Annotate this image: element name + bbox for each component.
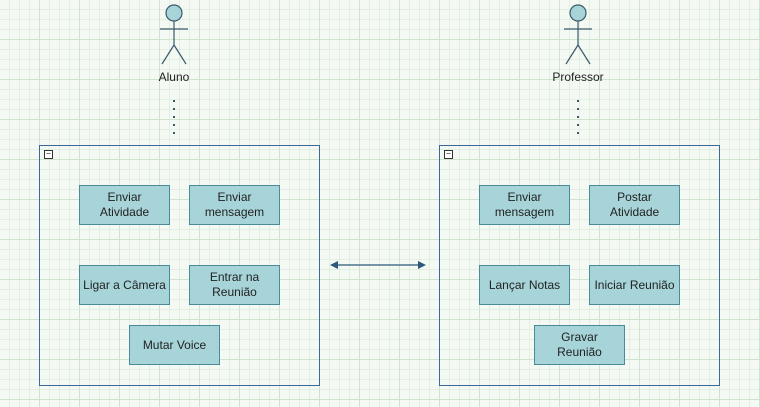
- use-case-gravar-reuniao[interactable]: Gravar Reunião: [534, 325, 625, 365]
- connector-professor: [577, 100, 579, 136]
- use-case-mutar-voice[interactable]: Mutar Voice: [129, 325, 220, 365]
- use-case-entrar-reuniao[interactable]: Entrar na Reunião: [189, 265, 280, 305]
- use-case-enviar-atividade[interactable]: Enviar Atividade: [79, 185, 170, 225]
- actor-label-aluno: Aluno: [158, 70, 190, 84]
- use-case-iniciar-reuniao[interactable]: Iniciar Reunião: [589, 265, 680, 305]
- use-case-lancar-notas[interactable]: Lançar Notas: [479, 265, 570, 305]
- use-case-postar-atividade[interactable]: Postar Atividade: [589, 185, 680, 225]
- connector-aluno: [173, 100, 175, 136]
- use-case-enviar-mensagem[interactable]: Enviar mensagem: [479, 185, 570, 225]
- stick-figure-icon: [160, 4, 188, 65]
- left-container[interactable]: −: [39, 145, 320, 386]
- use-case-ligar-camera[interactable]: Ligar a Câmera: [79, 265, 170, 305]
- stick-figure-icon: [564, 4, 592, 65]
- actor-professor[interactable]: Professor: [548, 4, 608, 84]
- actor-label-professor: Professor: [552, 70, 604, 84]
- use-case-enviar-mensagem[interactable]: Enviar mensagem: [189, 185, 280, 225]
- collapse-icon[interactable]: −: [444, 150, 453, 159]
- actor-aluno[interactable]: Aluno: [144, 4, 204, 84]
- right-container[interactable]: −: [439, 145, 720, 386]
- collapse-icon[interactable]: −: [44, 150, 53, 159]
